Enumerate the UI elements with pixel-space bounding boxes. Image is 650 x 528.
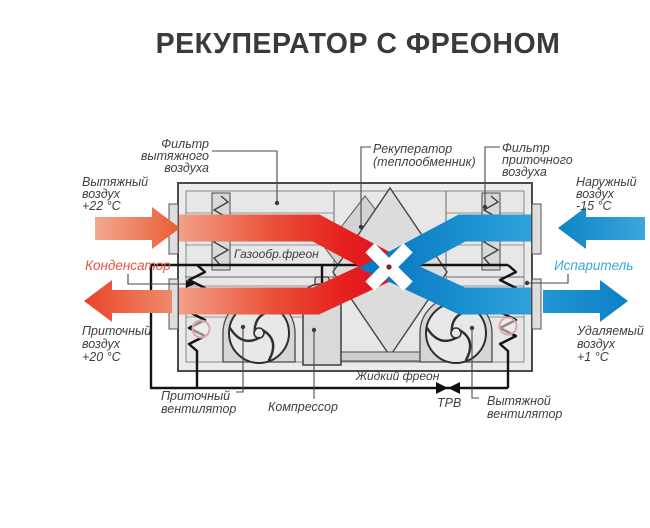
label-recuperator-2: (теплообменник) bbox=[373, 155, 476, 169]
label-removed-air-1: Удаляемый bbox=[576, 324, 644, 338]
leader-lines bbox=[127, 146, 569, 399]
exhaust-air-in-arrow bbox=[95, 207, 180, 249]
supply-air-out-arrow bbox=[84, 280, 172, 322]
label-filter-exhaust-1: Фильтр bbox=[161, 137, 209, 151]
label-compressor: Компрессор bbox=[268, 400, 338, 414]
label-evaporator: Испаритель bbox=[554, 258, 633, 273]
label-supply-fan-1: Приточный bbox=[161, 389, 230, 403]
label-exhaust-air-1: Вытяжный bbox=[82, 175, 148, 189]
heat-exchange-cross-icon bbox=[365, 243, 413, 291]
label-supply-air-2: воздух bbox=[82, 337, 121, 351]
label-exhaust-fan-1: Вытяжной bbox=[487, 394, 551, 408]
label-gas-freon: Газообр.фреон bbox=[234, 247, 319, 261]
label-exhaust-air-2: воздух bbox=[82, 187, 121, 201]
label-supply-air-3: +20 °C bbox=[82, 350, 122, 364]
label-exhaust-air-3: +22 °C bbox=[82, 199, 122, 213]
label-condenser: Конденсатор bbox=[85, 258, 171, 273]
label-filter-supply-2: приточного bbox=[502, 153, 573, 167]
label-recuperator-1: Рекуператор bbox=[373, 142, 452, 156]
page-title: РЕКУПЕРАТОР С ФРЕОНОМ bbox=[156, 28, 561, 60]
component-labels: Фильтр вытяжного воздуха Рекуператор (те… bbox=[82, 137, 644, 421]
flange-right-bottom bbox=[531, 278, 542, 330]
service-port-left bbox=[191, 319, 211, 339]
label-trv: ТРВ bbox=[437, 396, 461, 410]
label-outdoor-air-3: -15 °C bbox=[576, 199, 613, 213]
label-outdoor-air-1: Наружный bbox=[576, 175, 637, 189]
label-liquid-freon: Жидкий фреон bbox=[355, 369, 440, 383]
supply-fan bbox=[228, 302, 290, 364]
label-filter-exhaust-3: воздуха bbox=[164, 161, 209, 175]
trv-valve bbox=[436, 382, 460, 394]
label-filter-supply-1: Фильтр bbox=[502, 141, 550, 155]
service-port-right bbox=[498, 316, 518, 336]
flange-right-top bbox=[531, 203, 542, 255]
label-removed-air-3: +1 °C bbox=[577, 350, 610, 364]
label-removed-air-2: воздух bbox=[577, 337, 616, 351]
label-filter-exhaust-2: вытяжного bbox=[141, 149, 209, 163]
outdoor-air-in-arrow bbox=[558, 207, 645, 249]
label-supply-fan-2: вентилятор bbox=[161, 402, 236, 416]
label-supply-air-1: Приточный bbox=[82, 324, 151, 338]
label-filter-supply-3: воздуха bbox=[502, 165, 547, 179]
label-exhaust-fan-2: вентилятор bbox=[487, 407, 562, 421]
removed-air-out-arrow bbox=[543, 280, 628, 322]
label-outdoor-air-2: воздух bbox=[576, 187, 615, 201]
